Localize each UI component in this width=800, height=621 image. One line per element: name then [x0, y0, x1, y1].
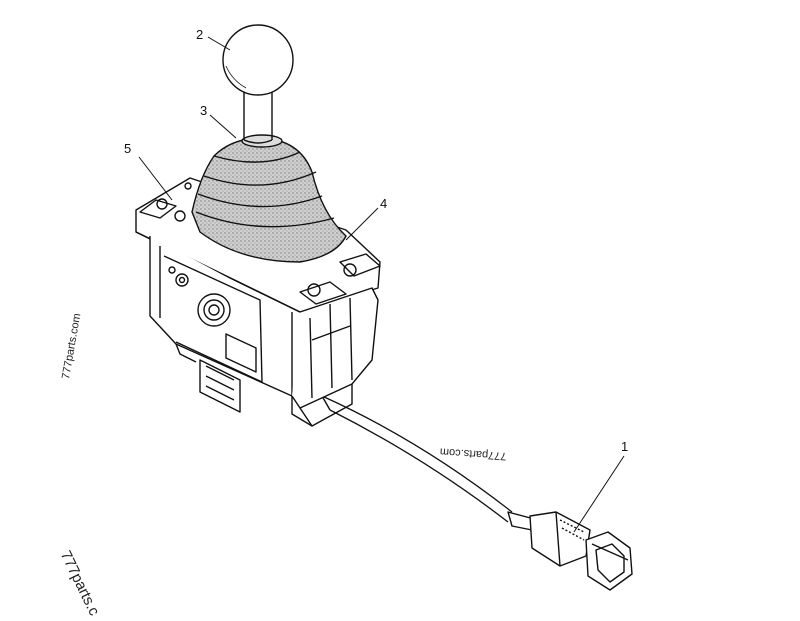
callout-1: 1 [621, 439, 629, 454]
leader-lines [138, 36, 625, 533]
leader-1 [573, 455, 625, 533]
rubber-boot [191, 134, 347, 263]
leader-3 [209, 114, 237, 139]
connector [507, 511, 633, 591]
callout-3: 3 [200, 103, 208, 118]
callout-2: 2 [196, 27, 204, 42]
callout-4: 4 [380, 196, 388, 211]
leader-5 [138, 156, 173, 201]
callout-5: 5 [124, 141, 132, 156]
control-lever [222, 24, 294, 144]
leader-4 [345, 207, 379, 241]
leader-2 [207, 36, 231, 51]
